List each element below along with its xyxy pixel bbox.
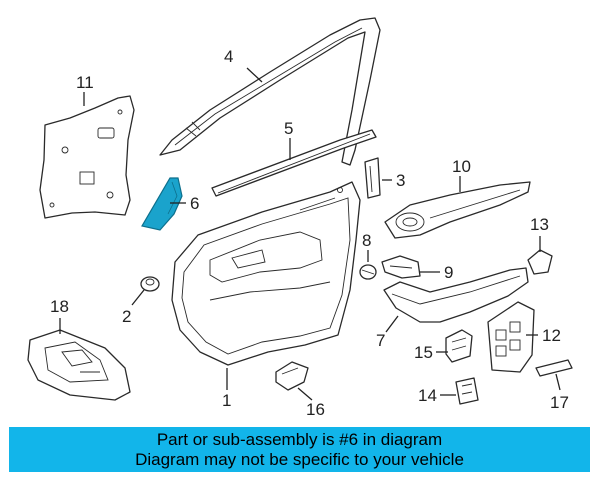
part-6-pillar-trim-highlighted <box>141 177 183 231</box>
part-15-switch <box>445 329 473 363</box>
part-3-trim-piece <box>364 157 381 199</box>
part-4-window-frame <box>159 17 381 166</box>
leader-lines <box>59 67 561 401</box>
callout-numbers: 11 4 5 6 3 10 13 8 9 7 12 15 14 17 16 1 … <box>50 47 569 419</box>
callout-4: 4 <box>224 47 233 66</box>
callout-10: 10 <box>452 157 471 176</box>
part-7-armrest-trim <box>383 267 529 323</box>
part-10-upper-trim <box>384 181 531 239</box>
callout-7: 7 <box>376 331 385 350</box>
callout-13: 13 <box>530 215 549 234</box>
part-11-insulation-sheet <box>39 95 135 219</box>
parts-diagram: 11 4 5 6 3 10 13 8 9 7 12 15 14 17 16 1 … <box>27 17 573 419</box>
part-13-cover <box>527 249 553 275</box>
part-8-knob <box>359 264 377 280</box>
callout-12: 12 <box>542 326 561 345</box>
callout-8: 8 <box>362 231 371 250</box>
callout-2: 2 <box>122 307 131 326</box>
part-5-belt-molding <box>211 129 377 197</box>
callout-15: 15 <box>414 343 433 362</box>
part-9-handle <box>381 255 421 279</box>
part-2-clip <box>140 276 160 292</box>
callout-1: 1 <box>222 391 231 410</box>
part-14-switch <box>455 377 479 405</box>
callout-18: 18 <box>50 297 69 316</box>
callout-16: 16 <box>306 400 325 419</box>
callout-17: 17 <box>550 393 569 412</box>
banner-line-1: Part or sub-assembly is #6 in diagram <box>156 430 443 449</box>
part-17-strip <box>535 359 573 377</box>
callout-3: 3 <box>396 171 405 190</box>
callout-14: 14 <box>418 386 437 405</box>
callout-9: 9 <box>444 263 453 282</box>
part-1-door-panel <box>171 181 361 366</box>
part-12-window-switch <box>487 301 535 373</box>
callout-11: 11 <box>76 73 94 92</box>
part-18-seat-switch <box>27 329 131 401</box>
banner-line-2: Diagram may not be specific to your vehi… <box>135 450 464 469</box>
part-16-bracket <box>275 361 309 391</box>
info-banner: Part or sub-assembly is #6 in diagram Di… <box>9 427 590 472</box>
callout-6: 6 <box>190 194 199 213</box>
callout-5: 5 <box>284 119 293 138</box>
